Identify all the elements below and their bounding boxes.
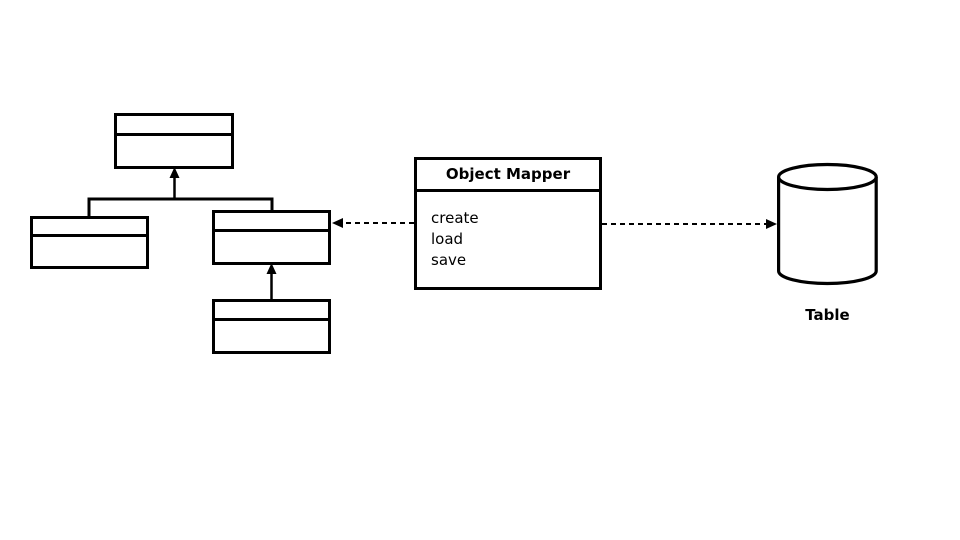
class-box-right-child-title-compartment [215, 213, 328, 232]
object-mapper-box: Object Mapper create load save [414, 157, 602, 290]
inheritance-arrowhead-grandchild [266, 263, 277, 274]
database-table-label: Table [805, 306, 850, 324]
dashed-arrowhead-to-class [332, 218, 343, 228]
class-box-parent [114, 113, 234, 169]
method-create: create [431, 209, 479, 227]
class-box-parent-title-compartment [117, 116, 231, 136]
class-box-left-child-title-compartment [33, 219, 146, 237]
database-cylinder-body [777, 177, 878, 286]
method-save: save [431, 251, 467, 269]
class-box-grandchild-title-compartment [215, 302, 328, 321]
class-box-left-child [30, 216, 149, 269]
inheritance-arrowhead-parent [169, 167, 180, 178]
dashed-arrowhead-to-table [766, 219, 777, 229]
object-mapper-methods: create load save [417, 192, 599, 271]
database-cylinder-top [777, 162, 878, 192]
class-box-right-child [212, 210, 331, 265]
object-mapper-title: Object Mapper [417, 160, 599, 192]
method-load: load [431, 230, 464, 248]
class-box-grandchild [212, 299, 331, 354]
database-cylinder-icon [777, 162, 878, 286]
